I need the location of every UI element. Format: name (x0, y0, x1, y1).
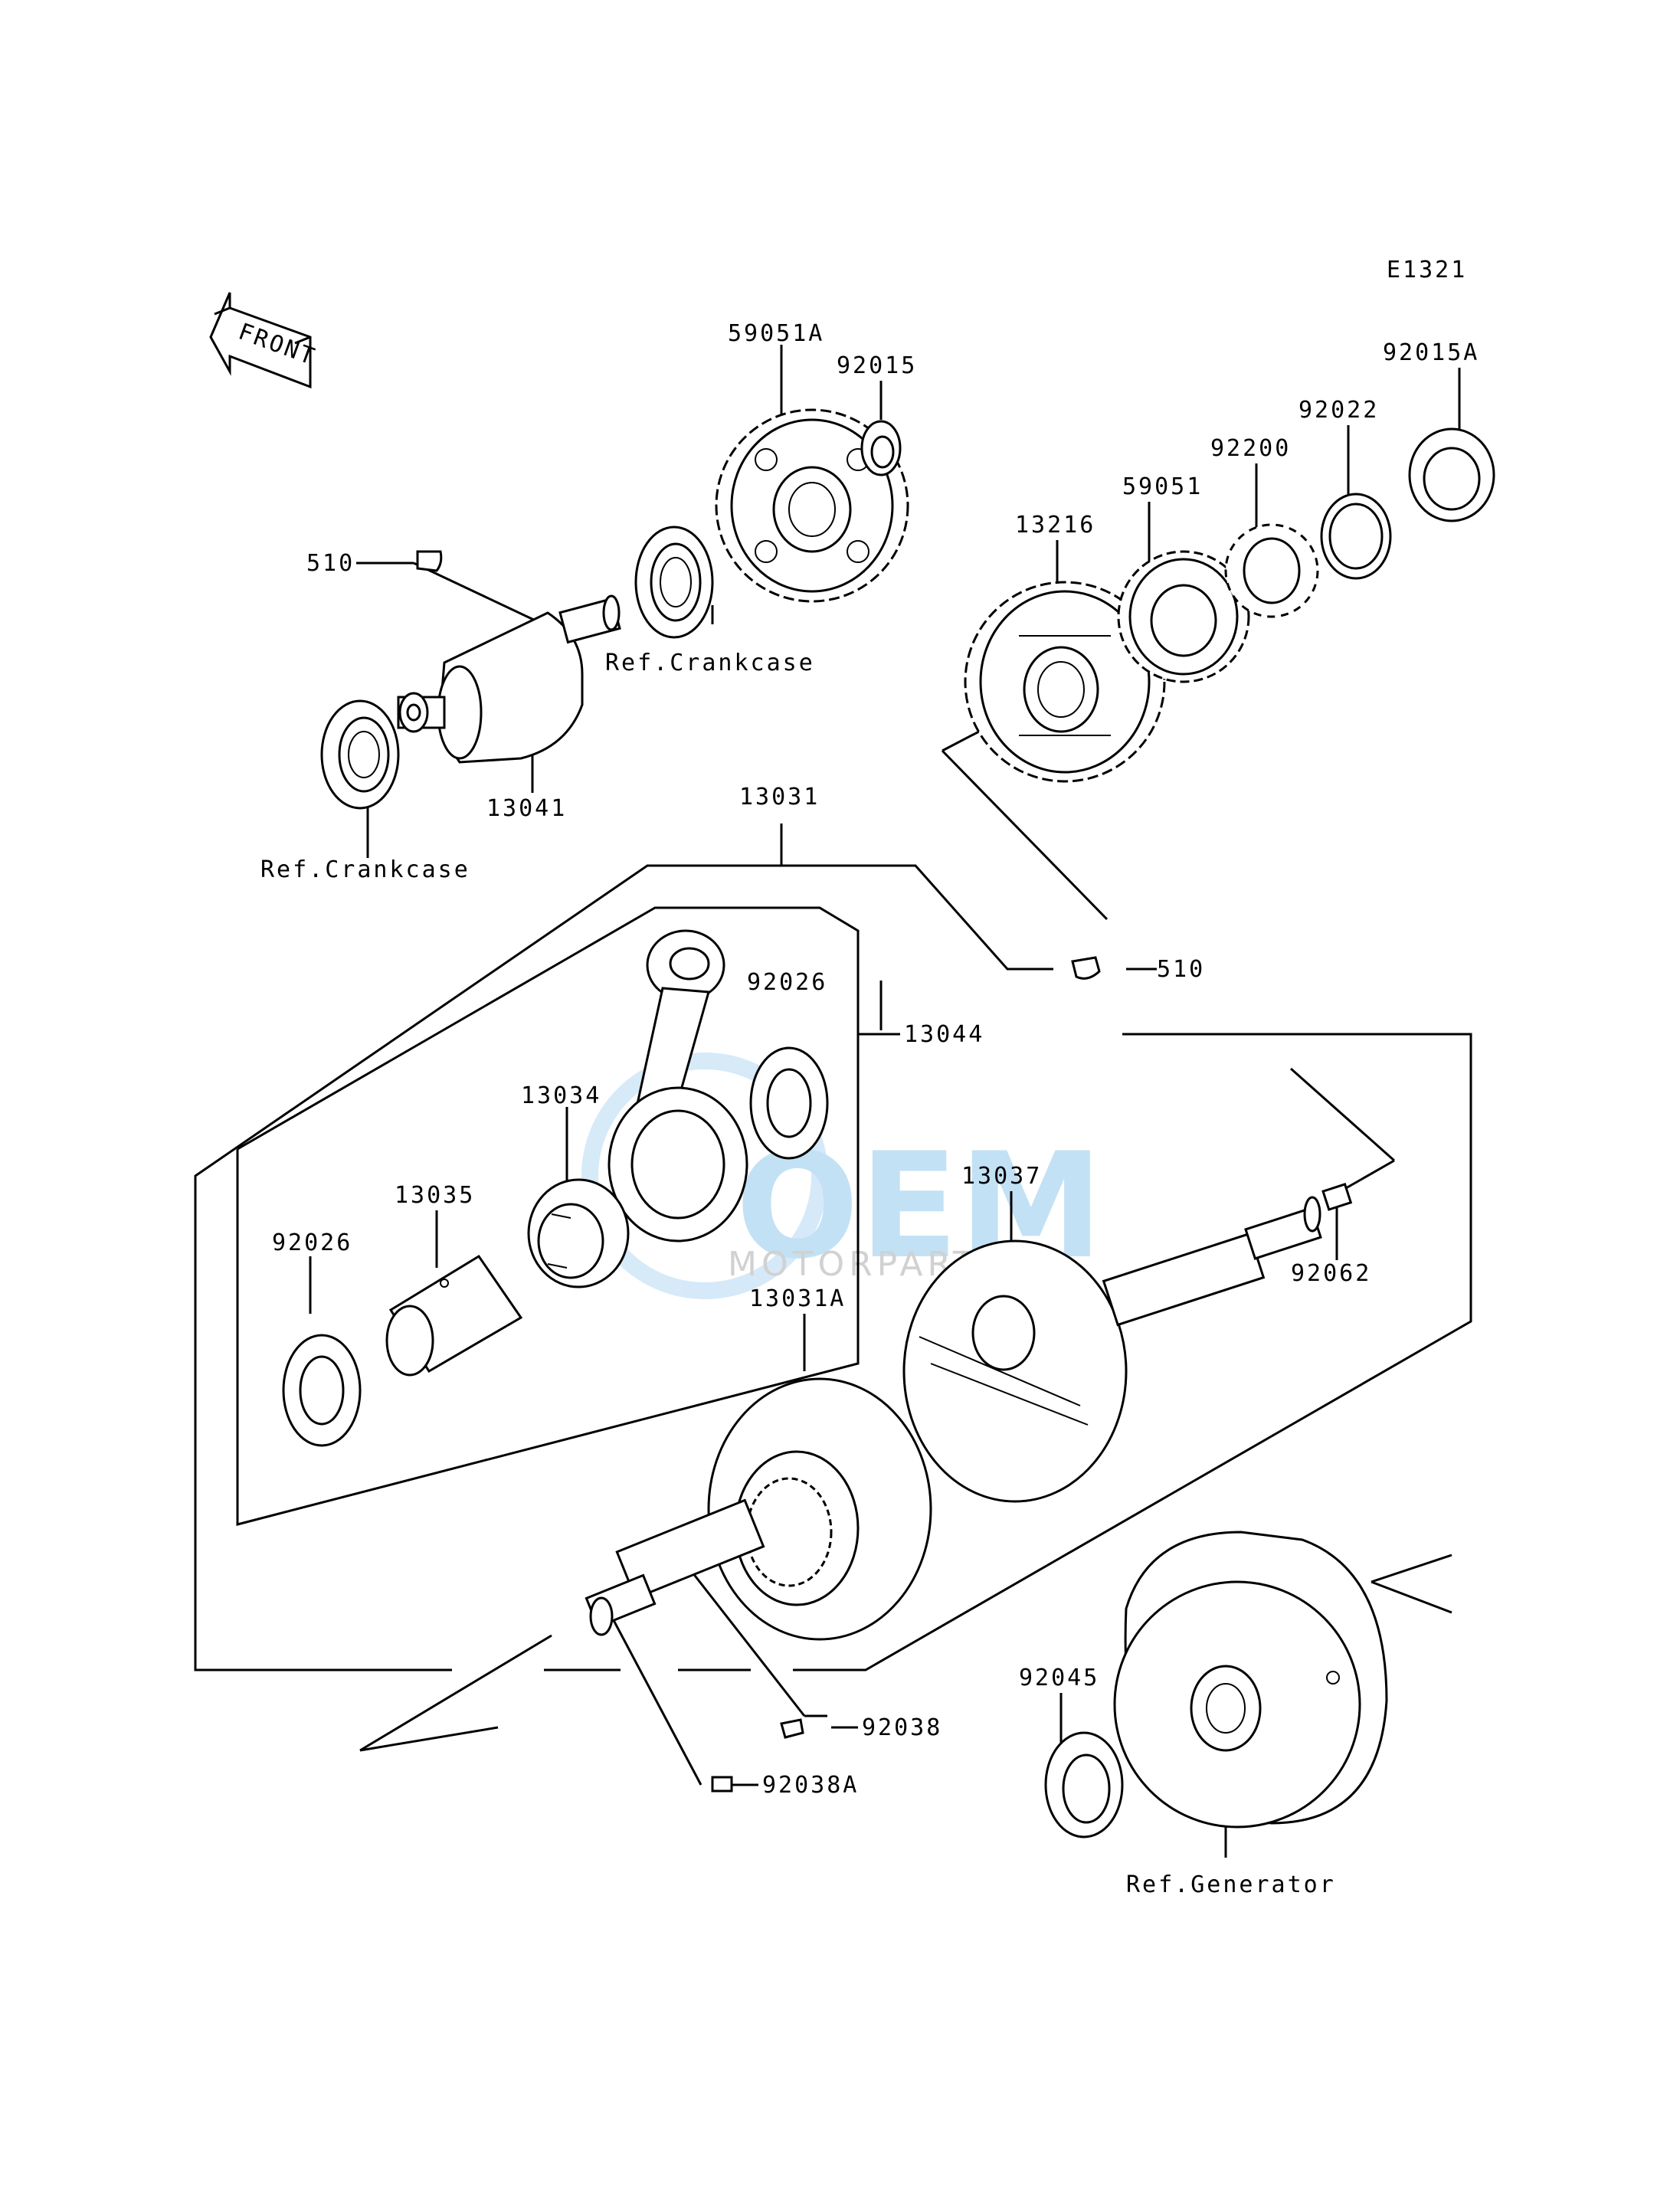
washer-92026-top (749, 1046, 829, 1160)
label-510-mid: 510 (1157, 956, 1205, 983)
label-59051A: 59051A (728, 320, 824, 347)
label-92026-top: 92026 (747, 969, 827, 996)
nut-92015 (860, 420, 902, 476)
label-13037: 13037 (961, 1163, 1042, 1190)
woodruff-key-510-top (416, 550, 443, 572)
label-13031: 13031 (739, 784, 820, 810)
label-92022: 92022 (1298, 397, 1379, 424)
needle-bearing-13034 (527, 1178, 630, 1288)
key-92038A (711, 1776, 733, 1793)
generator-rotor (1113, 1531, 1388, 1829)
gear-13216 (964, 581, 1166, 783)
label-92062: 92062 (1291, 1260, 1371, 1287)
label-13031A: 13031A (749, 1285, 846, 1312)
key-92038 (780, 1718, 804, 1739)
bearing-crankcase-top (634, 526, 714, 639)
balancer-shaft-13041 (397, 594, 621, 764)
assembly-frames (194, 864, 1472, 1752)
washer-92026-left (282, 1334, 362, 1447)
washer-92200 (1224, 523, 1319, 618)
label-92038: 92038 (862, 1714, 942, 1741)
label-13035: 13035 (395, 1182, 475, 1209)
gear-59051 (1117, 550, 1250, 683)
bearing-crankcase-left (320, 699, 400, 810)
label-92045: 92045 (1019, 1665, 1099, 1691)
plug-92062 (1321, 1183, 1353, 1211)
bearing-92045 (1044, 1731, 1124, 1838)
label-510-top: 510 (306, 550, 355, 577)
label-92200: 92200 (1210, 435, 1291, 462)
label-ref-generator: Ref.Generator (1126, 1871, 1336, 1898)
crankshaft-half-13031A (585, 1377, 932, 1641)
label-13216: 13216 (1015, 512, 1095, 539)
label-13041: 13041 (486, 795, 567, 822)
label-92026-left: 92026 (272, 1229, 352, 1256)
diagram-code: E1321 (1387, 257, 1467, 283)
front-arrow-icon: FRONT (209, 292, 319, 389)
label-13044: 13044 (904, 1021, 984, 1048)
woodruff-key-510-mid (1071, 956, 1101, 980)
label-92015: 92015 (837, 352, 917, 379)
gear-59051A (715, 408, 909, 603)
crankshaft-half-13037 (902, 1196, 1322, 1503)
label-92038A: 92038A (762, 1772, 859, 1799)
label-13034: 13034 (521, 1082, 601, 1109)
label-ref-crankcase-1: Ref.Crankcase (605, 650, 815, 676)
connecting-rod-13044 (607, 929, 748, 1243)
label-59051: 59051 (1122, 473, 1203, 500)
crank-pin-13035 (385, 1254, 523, 1377)
part-labels: 59051A 92015 92015A 92022 92200 59051 13… (260, 320, 1479, 1898)
nut-92015A (1408, 427, 1495, 522)
label-ref-crankcase-2: Ref.Crankcase (260, 856, 470, 883)
label-92015A: 92015A (1383, 339, 1479, 366)
ring-92022 (1320, 493, 1392, 580)
